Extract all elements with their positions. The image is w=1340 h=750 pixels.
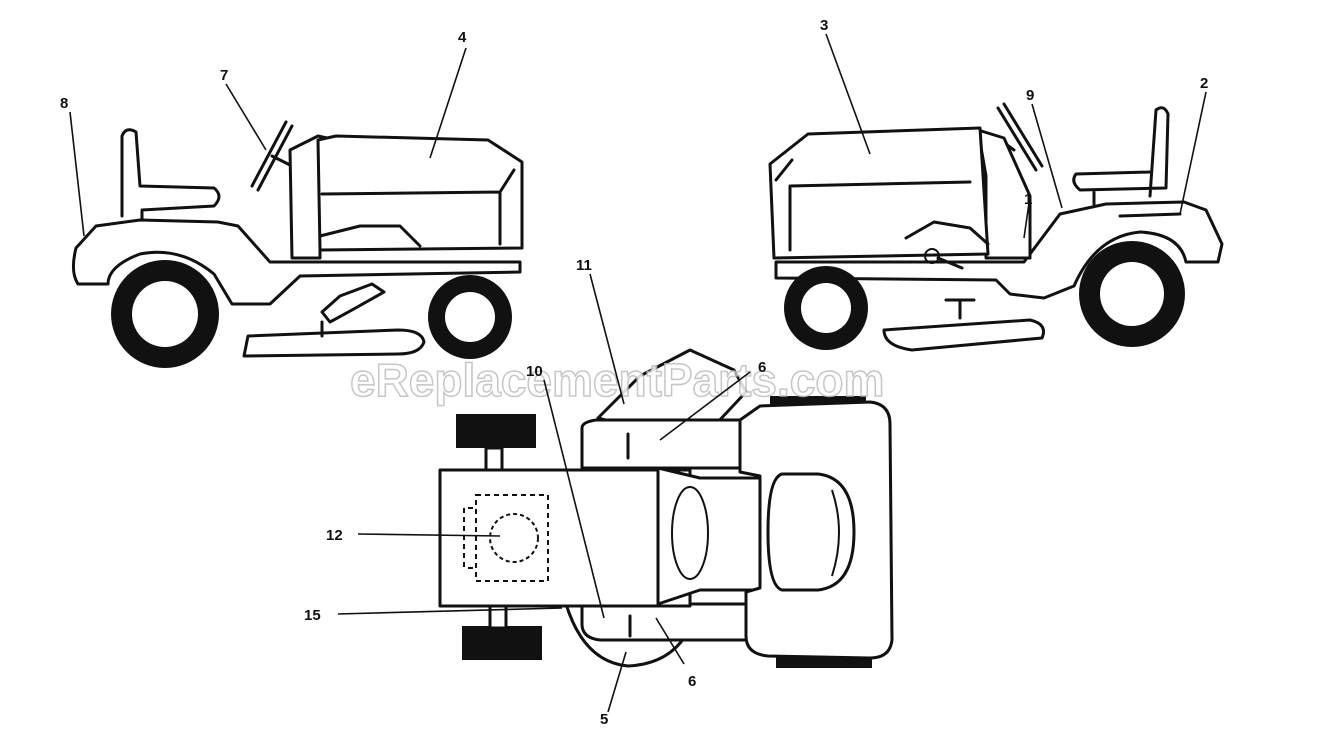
- callout-numbers: 4 7 8 3 9 2 1 11 10 6 12 15 5 6: [60, 17, 1208, 728]
- callout-2: 2: [1200, 75, 1208, 92]
- callout-10: 10: [526, 363, 543, 380]
- top-rear-tire-upper: [456, 414, 536, 448]
- callout-5: 5: [600, 711, 608, 728]
- rear-body: [438, 468, 692, 608]
- callout-11: 11: [576, 257, 592, 274]
- left-seat: [120, 128, 221, 222]
- right-side-view-tractor: [768, 102, 1224, 352]
- right-frame: [774, 200, 1224, 300]
- seat-outline: [475, 494, 549, 582]
- callout-7: 7: [220, 67, 228, 84]
- callout-12: 12: [326, 527, 343, 544]
- callout-9: 9: [1026, 87, 1034, 104]
- callout-4: 4: [458, 29, 467, 46]
- top-rear-tire-lower: [462, 626, 542, 660]
- leader-lines: [69, 33, 1207, 713]
- right-hood: [768, 126, 990, 260]
- callout-1: 1: [1024, 191, 1032, 208]
- callout-6-lower: 6: [688, 673, 696, 690]
- left-side-view-tractor: [71, 120, 524, 368]
- callout-8: 8: [60, 95, 68, 112]
- top-view-tractor: [438, 348, 894, 668]
- callout-15: 15: [304, 607, 321, 624]
- callout-3: 3: [820, 17, 828, 34]
- left-mower-deck: [242, 328, 426, 358]
- callout-6-upper: 6: [758, 359, 766, 376]
- right-seat: [1072, 106, 1170, 206]
- left-frame: [71, 218, 522, 306]
- right-mower-deck: [882, 318, 1045, 352]
